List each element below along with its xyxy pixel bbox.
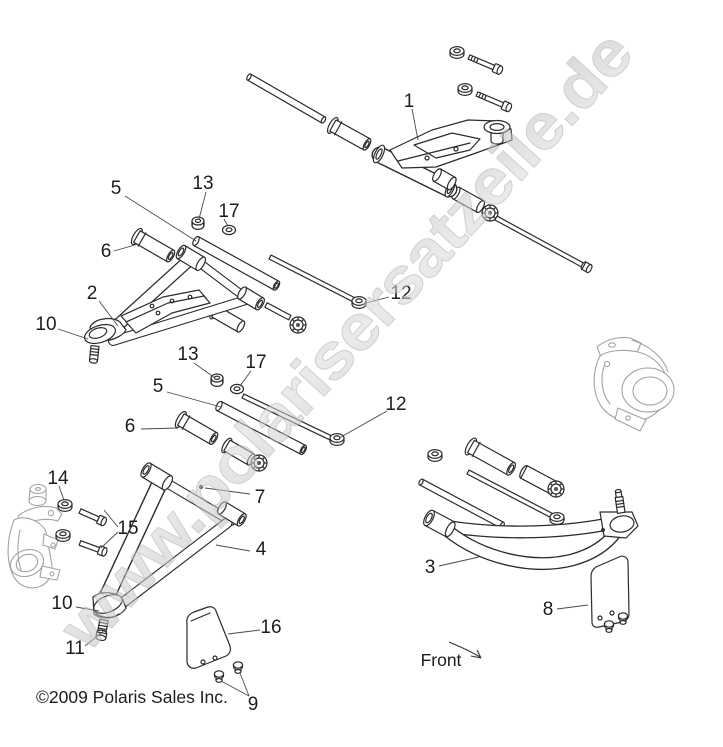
callout-3: 3 xyxy=(425,557,436,578)
bolt-icon xyxy=(78,508,108,527)
leader-line xyxy=(411,108,419,141)
callout-labels: 1 2 3 4 5 6 7 8 9 10 11 12 13 14 15 16 1… xyxy=(35,91,553,715)
bolt-icon xyxy=(467,54,504,75)
front-indicator: Front xyxy=(421,641,482,670)
upper-control-arm-right xyxy=(371,119,513,198)
leader-line xyxy=(75,606,100,612)
screw-icon xyxy=(232,661,244,674)
steering-knuckle-left xyxy=(7,483,63,589)
bolt-icon xyxy=(78,540,108,557)
callout-6-lower: 6 xyxy=(125,416,136,437)
knuckle-fasteners xyxy=(55,499,108,557)
leader-line xyxy=(166,391,222,408)
washer-icon xyxy=(229,383,245,395)
guard-right xyxy=(590,555,630,628)
lower-left-pivot-hardware xyxy=(174,373,345,472)
grease-fitting-icon xyxy=(198,484,204,490)
leader-line xyxy=(100,509,119,549)
leader-line xyxy=(84,628,107,647)
leader-line xyxy=(193,362,216,379)
callout-leaders xyxy=(57,108,589,697)
screw-icon xyxy=(603,620,615,633)
upper-left-pivot-hardware xyxy=(130,216,367,334)
nut-icon xyxy=(55,528,71,543)
upper-control-arm-left xyxy=(83,244,265,364)
leader-line xyxy=(215,544,251,552)
washer-icon xyxy=(221,224,237,236)
leader-line xyxy=(220,672,250,697)
ball-joint-stud xyxy=(614,488,626,514)
leader-line xyxy=(140,427,179,430)
callout-14: 14 xyxy=(47,468,69,489)
nut-icon xyxy=(57,499,73,512)
callout-1: 1 xyxy=(404,91,415,112)
leader-line xyxy=(198,191,207,220)
spacer-icon xyxy=(191,216,205,230)
flange-nut-icon xyxy=(549,511,565,526)
upper-right-pivot-hardware xyxy=(246,73,593,274)
screw-icon xyxy=(617,612,629,625)
callout-17-upper: 17 xyxy=(218,201,239,222)
callout-10-lower: 10 xyxy=(51,593,72,614)
leader-line xyxy=(98,300,119,327)
lower-control-arm-right xyxy=(423,488,639,570)
callout-10-upper: 10 xyxy=(35,314,56,335)
bushing-tube xyxy=(130,227,176,263)
callout-12-lower: 12 xyxy=(385,394,406,415)
callout-7: 7 xyxy=(255,487,266,508)
flange-bolt-head-icon xyxy=(547,480,565,498)
leader-line xyxy=(438,556,480,567)
bushing-tube xyxy=(464,437,516,476)
callout-6-upper: 6 xyxy=(101,241,112,262)
callout-15: 15 xyxy=(117,518,138,539)
callout-13-lower: 13 xyxy=(177,344,198,365)
leader-line xyxy=(113,243,139,252)
callout-9: 9 xyxy=(248,694,259,715)
long-pivot-bolt xyxy=(494,215,593,274)
callout-17-lower: 17 xyxy=(245,352,266,373)
front-arrowhead-icon xyxy=(470,649,482,659)
ball-joint-stud xyxy=(88,344,100,364)
leader-line xyxy=(556,604,589,610)
diagram-linework xyxy=(55,45,639,683)
bolt-icon xyxy=(475,91,513,113)
bushing-tube xyxy=(174,410,219,445)
copyright-text: ©2009 Polaris Sales Inc. xyxy=(36,687,228,707)
guard-left xyxy=(186,606,231,669)
leader-line xyxy=(227,629,261,635)
nut-icon xyxy=(449,45,465,60)
screw-icon xyxy=(213,670,225,683)
leader-line xyxy=(239,370,252,387)
leader-line xyxy=(57,328,89,340)
lower-control-arm-left xyxy=(92,462,247,642)
lower-right-pivot-hardware xyxy=(418,437,565,529)
leader-line xyxy=(365,296,390,304)
callout-13-upper: 13 xyxy=(192,173,213,194)
nut-icon xyxy=(457,82,473,97)
leader-line xyxy=(340,410,388,438)
callout-2: 2 xyxy=(87,283,98,304)
leader-line xyxy=(204,487,251,495)
callout-8: 8 xyxy=(543,599,554,620)
callout-12-upper: 12 xyxy=(390,283,411,304)
callout-11: 11 xyxy=(65,638,85,659)
front-arrow xyxy=(448,641,481,658)
leader-line xyxy=(124,195,197,242)
callout-16: 16 xyxy=(260,617,281,638)
flange-nut-icon xyxy=(329,433,345,446)
nut-icon xyxy=(427,449,443,462)
flange-bolt-head-icon xyxy=(289,316,307,334)
steering-knuckle-right xyxy=(593,336,675,432)
callout-4: 4 xyxy=(256,539,267,560)
leader-line xyxy=(58,485,65,501)
upper-mount-fasteners xyxy=(449,45,513,113)
callout-5-lower: 5 xyxy=(153,376,164,397)
leader-line xyxy=(223,218,229,227)
spacer-icon xyxy=(210,373,224,387)
front-label: Front xyxy=(421,650,462,670)
callout-5-upper: 5 xyxy=(111,178,122,199)
